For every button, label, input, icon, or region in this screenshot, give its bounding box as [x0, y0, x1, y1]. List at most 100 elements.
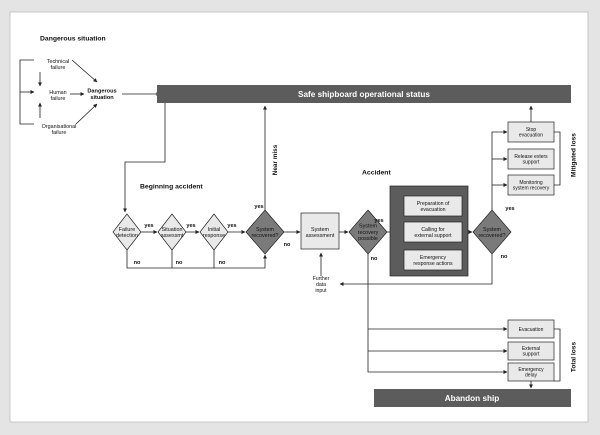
near-miss-label-line: Near miss — [272, 144, 279, 175]
accident-heading: Accident — [362, 169, 391, 176]
mitigated-action-label-line: Stop — [526, 127, 537, 133]
no-label-line: no — [284, 242, 291, 248]
beginning-accident-heading: Beginning accident — [140, 183, 203, 190]
response-action-label-line: Calling for — [421, 227, 445, 233]
total-action-label-line: Emergency — [518, 367, 544, 373]
dangerous-situation-heading: Dangerous situation — [40, 35, 106, 42]
total-loss-label: Total loss — [570, 342, 577, 373]
no-label: no — [176, 260, 183, 266]
situation-assessment-label-line: Situation — [162, 227, 183, 233]
situation-assessment-node — [157, 213, 187, 251]
initial-response-label-line: Initial — [208, 227, 221, 233]
response-action-label-line: response actions — [413, 261, 453, 267]
system-recovered-2-label-line: System — [483, 227, 501, 233]
mitigated-action-box — [507, 121, 555, 143]
further-data-input-label-line: input — [315, 288, 327, 294]
mitigated-action-label-line: evacuation — [519, 133, 543, 139]
no-label-line: no — [176, 260, 183, 266]
response-action-label-line: external support — [414, 233, 452, 239]
total-action-label-line: Evacuation — [519, 327, 544, 333]
total-action-box — [507, 319, 555, 339]
accident-heading-line: Accident — [362, 169, 391, 176]
system-assessment-label-line: assessment — [306, 233, 335, 239]
system-recovery-possible-label-line: possible — [358, 236, 378, 242]
no-label-line: no — [134, 260, 141, 266]
total-action-label-line: support — [523, 352, 540, 358]
safe-status-bar — [157, 85, 571, 103]
beginning-accident-heading-line: Beginning accident — [140, 183, 203, 190]
system-recovered-1-label-line: recovered? — [252, 233, 279, 239]
system-recovery-possible-label-line: recovery — [358, 230, 379, 236]
organisational-failure-label-line: Organisational — [42, 124, 77, 130]
system-assessment-node — [300, 212, 340, 250]
no-label: no — [371, 256, 378, 262]
yes-label-line: yes — [374, 218, 383, 224]
total-action-label-line: delay — [525, 373, 537, 379]
yes-label-line: yes — [254, 204, 263, 210]
yes-label: yes — [254, 204, 263, 210]
technical-to-dangerous-arrow — [71, 59, 98, 83]
no-loop-main-line — [126, 250, 267, 269]
failure-detection-label-line: Failure — [119, 227, 135, 233]
no-label-line: no — [501, 254, 508, 260]
yes-label: yes — [186, 223, 195, 229]
initial-response-node — [199, 213, 229, 251]
technical-failure-label-line: failure — [51, 65, 66, 71]
total-action-box — [507, 362, 555, 382]
system-recovered-1-node — [245, 209, 285, 255]
mitigated-action-label-line: support — [523, 160, 540, 166]
system-recovery-possible-node — [348, 209, 388, 255]
possible-no-to-delay-arrow — [367, 254, 508, 374]
mitigated-action-label-line: Release exters — [514, 154, 548, 160]
abandon-ship-bar — [374, 389, 571, 407]
dangerous-situation-heading-line: Dangerous situation — [40, 35, 106, 42]
situation-assessment-label-line: assessmt — [161, 233, 184, 239]
system-recovered-2-label-line: recovered? — [479, 233, 506, 239]
dangerous-situation-label-line: Dangerous — [87, 89, 116, 95]
failure-detection-label-line: detection — [116, 233, 138, 239]
system-recovered-1-label-line: System — [256, 227, 274, 233]
no-label: no — [134, 260, 141, 266]
yes-label-line: yes — [144, 223, 153, 229]
yes-label: yes — [144, 223, 153, 229]
dangerous-situation-label-line: situation — [90, 95, 114, 101]
abandon-ship-bar-label: Abandon ship — [445, 394, 500, 403]
system-assessment-label-line: System — [311, 227, 329, 233]
safe-to-failure-detection-line — [123, 103, 166, 213]
organisational-to-dangerous-arrow — [75, 103, 98, 125]
initial-response-label-line: response — [203, 233, 225, 239]
total-loss-label-line: Total loss — [570, 342, 577, 373]
system-recovered-2-node — [472, 209, 512, 255]
mitigated-loss-label-line: Mitigated loss — [570, 133, 577, 177]
yes-label: yes — [227, 223, 236, 229]
yes-label-line: yes — [227, 223, 236, 229]
mitigated-loss-label: Mitigated loss — [570, 133, 577, 177]
yes-label: yes — [505, 206, 514, 212]
total-action-label-line: External — [522, 346, 540, 352]
recovered-no-to-data-arrow — [339, 254, 493, 286]
total-action-box — [507, 341, 555, 361]
further-data-input-label-line: data — [316, 282, 326, 288]
total-bracket-line — [554, 328, 561, 382]
no-label: no — [219, 260, 226, 266]
mitigated-bracket-line — [554, 131, 561, 186]
failure-detection-node — [112, 213, 142, 251]
mitigated-action-label-line: system recovery — [513, 186, 550, 192]
no-label-line: no — [219, 260, 226, 266]
safe-status-bar-label: Safe shipboard operational status — [298, 90, 430, 99]
